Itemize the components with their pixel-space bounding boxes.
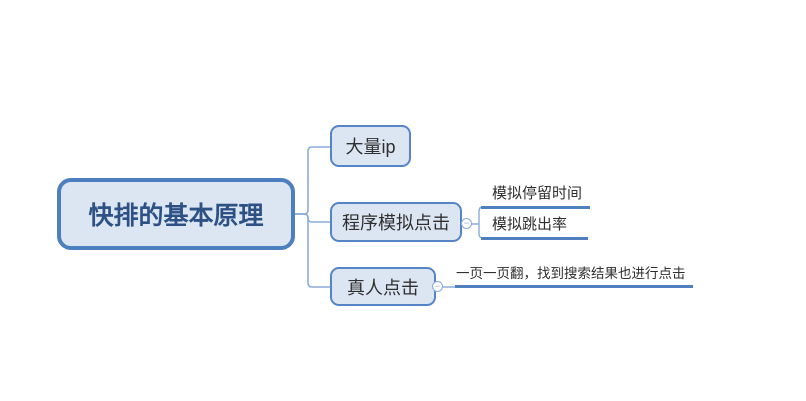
root-node-label: 快排的基本原理	[88, 202, 264, 230]
branch-node-label: 程序模拟点击	[342, 213, 450, 233]
collapse-toggle-real-clicks[interactable]: −	[432, 281, 443, 292]
branch-node-label: 大量ip	[345, 137, 396, 157]
leaf-node-label: 模拟跳出率	[492, 216, 568, 233]
connector-root-to-branch3	[295, 213, 330, 288]
leaf-node-label: 一页一页翻，找到搜索结果也进行点击	[456, 266, 686, 281]
minus-icon: −	[434, 281, 441, 291]
branch-node-label: 真人点击	[347, 277, 419, 298]
collapse-toggle-simulated-clicks[interactable]: −	[461, 218, 472, 229]
connector-root-to-branch1	[295, 146, 330, 215]
branch-node-massive-ip[interactable]: 大量ip	[330, 125, 411, 167]
leaf-node-label: 模拟停留时间	[492, 185, 583, 202]
leaf-node-bounce-rate[interactable]: 模拟跳出率	[481, 215, 588, 240]
branch-node-real-clicks[interactable]: 真人点击	[330, 267, 436, 306]
branch-node-simulated-clicks[interactable]: 程序模拟点击	[330, 202, 462, 242]
leaf-node-page-flip-click[interactable]: 一页一页翻，找到搜索结果也进行点击	[455, 266, 693, 288]
minus-icon: −	[463, 218, 470, 228]
leaf-node-dwell-time[interactable]: 模拟停留时间	[481, 184, 590, 209]
root-node[interactable]: 快排的基本原理	[57, 178, 295, 250]
connector-root-to-branch2	[295, 213, 330, 223]
